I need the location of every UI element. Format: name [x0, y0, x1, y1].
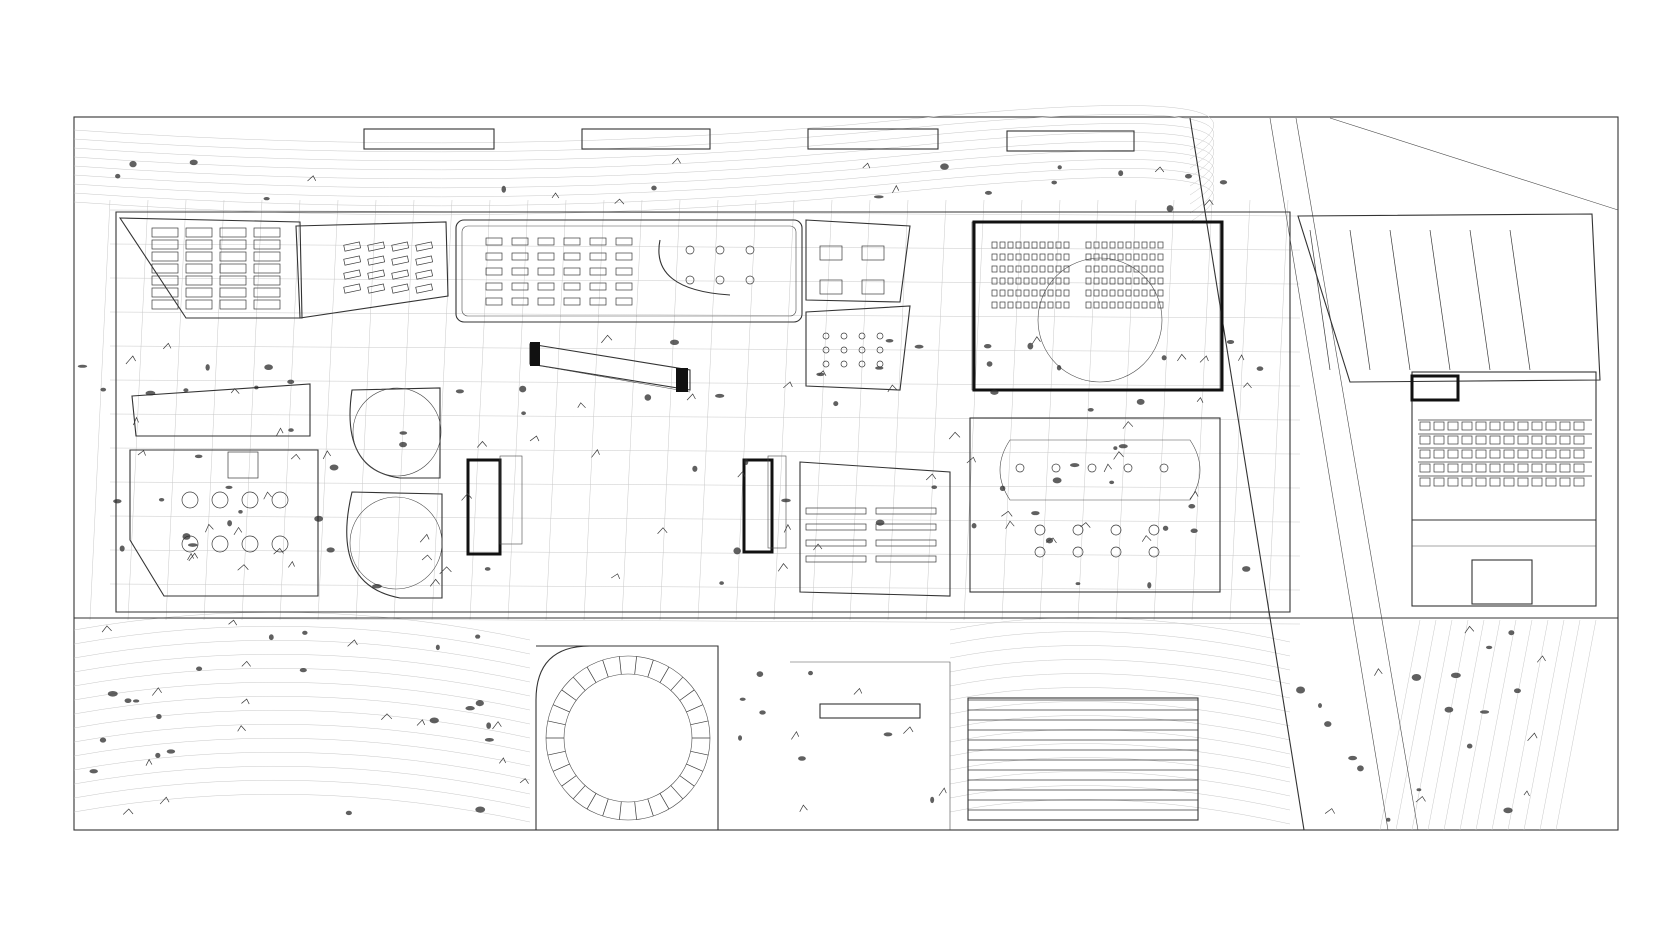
- drum-rooms: [346, 387, 443, 599]
- escalator: [529, 342, 691, 393]
- terrain-contours: [73, 105, 1597, 831]
- room-meeting-pair: [805, 219, 911, 391]
- street-benches: [363, 128, 1135, 152]
- plaza-lower: [74, 617, 1618, 830]
- building-outline: [115, 211, 1291, 613]
- people-and-vegetation: [77, 157, 1546, 822]
- stair-core: [466, 455, 787, 556]
- room-cafe: [969, 417, 1221, 593]
- room-study-hall: [799, 461, 951, 597]
- room-library: [455, 219, 803, 323]
- auditorium: [971, 220, 1224, 392]
- room-classroom-west: [295, 221, 449, 319]
- road: [1189, 117, 1619, 831]
- room-archive: [118, 217, 303, 319]
- drawing-frame: [73, 116, 1619, 831]
- floor-grid: [89, 199, 1301, 625]
- annex: [1297, 213, 1601, 607]
